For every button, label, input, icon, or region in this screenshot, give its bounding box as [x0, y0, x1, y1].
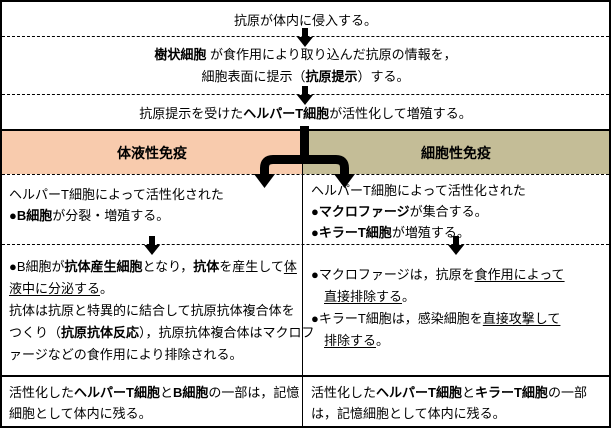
humoral-action-box: ●B細胞が抗体産生細胞となり，抗体を産生して体液中に分泌する。抗体は抗原と特異的…	[2, 245, 315, 375]
cellular-immunity-header-label: 細胞性免疫	[421, 144, 491, 161]
immunity-type-header-row: 体液性免疫 細胞性免疫	[2, 131, 609, 175]
flow-step-3-text: 抗原提示を受けたヘルパーT細胞が活性化して増殖する。	[139, 105, 472, 121]
flow-step-dendritic-cell: 樹状細胞 が食作用により取り込んだ抗原の情報を，細胞表面に提示（抗原提示）する。	[2, 37, 609, 95]
flow-step-helper-t-activation: 抗原提示を受けたヘルパーT細胞が活性化して増殖する。	[2, 95, 609, 131]
flow-step-antigen-invades: 抗原が体内に侵入する。	[2, 2, 609, 37]
humoral-immunity-header-label: 体液性免疫	[117, 144, 187, 161]
activation-row: ヘルパーT細胞によって活性化された●B細胞が分裂・増殖する。 ヘルパーT細胞によ…	[2, 175, 609, 245]
humoral-memory-box: 活性化したヘルパーT細胞とB細胞の一部は，記憶細胞として体内に残る。	[2, 377, 303, 426]
cellular-activation-box: ヘルパーT細胞によって活性化された●マクロファージが集合する。●キラーT細胞が増…	[311, 183, 526, 240]
cellular-immunity-header: 細胞性免疫	[303, 131, 609, 174]
flow-step-1-text: 抗原が体内に侵入する。	[233, 12, 377, 28]
humoral-immunity-header: 体液性免疫	[2, 131, 303, 174]
cellular-memory-box: 活性化したヘルパーT細胞とキラーT細胞の一部は，記憶細胞として体内に残る。	[311, 385, 587, 421]
memory-cell-row: 活性化したヘルパーT細胞とB細胞の一部は，記憶細胞として体内に残る。 活性化した…	[2, 377, 609, 426]
action-row: ●B細胞が抗体産生細胞となり，抗体を産生して体液中に分泌する。抗体は抗原と特異的…	[2, 245, 609, 377]
cellular-action-box: ●マクロファージは，抗原を食作用によって直接排除する。●キラーT細胞は，感染細胞…	[311, 267, 565, 348]
humoral-activation-box: ヘルパーT細胞によって活性化された●B細胞が分裂・増殖する。	[2, 175, 303, 244]
